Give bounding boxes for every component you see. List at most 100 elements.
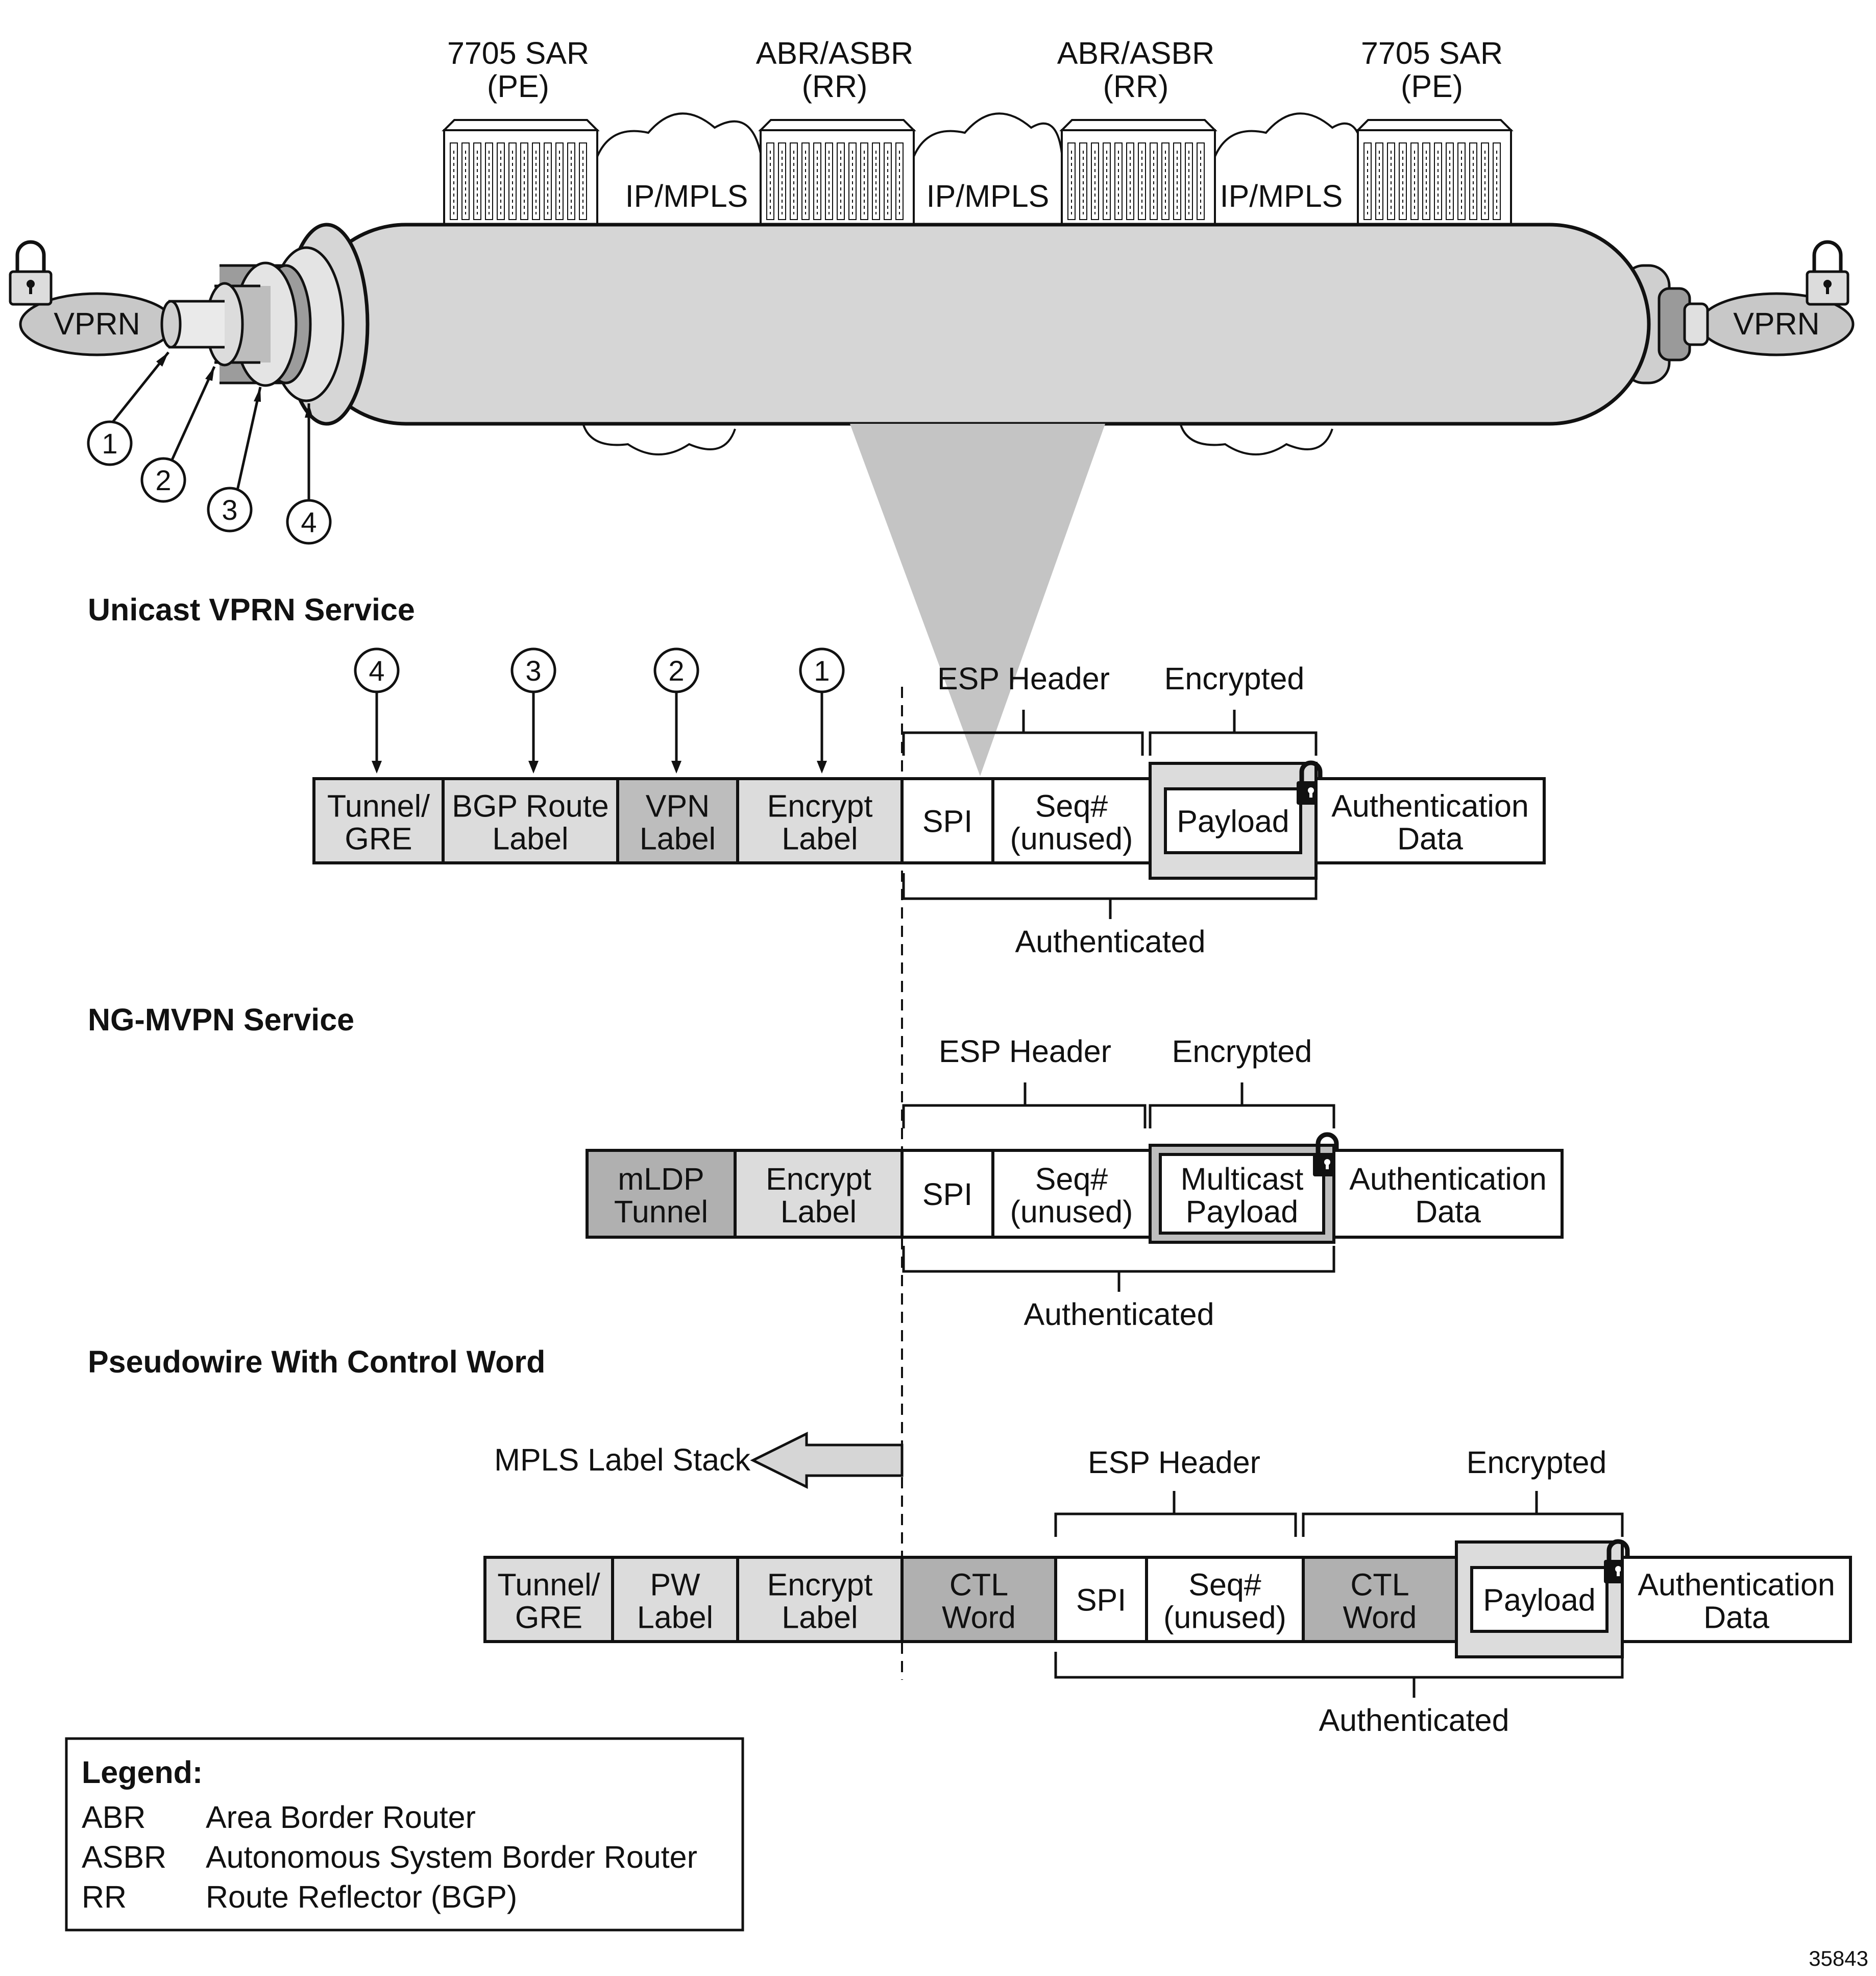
cell-label: SPI (922, 1177, 972, 1212)
cell-line-2: GRE (345, 822, 412, 856)
cell-label: Payload (1483, 1583, 1595, 1618)
cell-line-2: GRE (515, 1600, 582, 1635)
ngmvpn-esp-header-bracket: ESP Header (902, 1034, 1147, 1128)
cell-line-1: Authentication (1638, 1568, 1835, 1602)
svg-text:Encrypted: Encrypted (1467, 1445, 1607, 1480)
cell-seq: Seq#(unused) (991, 1149, 1152, 1239)
cell-spi: SPI (900, 1149, 994, 1239)
svg-text:1: 1 (814, 655, 830, 687)
zoom-cone (850, 424, 1105, 776)
section-title-unicast: Unicast VPRN Service (88, 592, 415, 627)
cell-line-1: Authentication (1331, 789, 1529, 824)
vprn-label: VPRN (1733, 306, 1819, 341)
svg-text:3: 3 (525, 655, 541, 687)
legend-box: Legend: ABR Area Border Router ASBR Auto… (65, 1737, 744, 1932)
section-title-pseudowire: Pseudowire With Control Word (88, 1344, 545, 1379)
router-label-4: 7705 SAR (PE) (1361, 36, 1503, 104)
cell-line-1: Tunnel/ (327, 789, 430, 824)
cell-line-1: Encrypt (767, 789, 873, 824)
cell-line-1: Seq# (1035, 1162, 1108, 1196)
svg-text:ESP Header: ESP Header (1088, 1445, 1260, 1480)
vprn-right: VPRN (1698, 292, 1855, 356)
routers (442, 119, 1514, 226)
cell-line-1: Encrypt (767, 1568, 873, 1602)
cloud-3: IP/MPLS (1209, 112, 1364, 226)
cloud-2: IP/MPLS (908, 112, 1063, 226)
svg-text:2: 2 (155, 464, 171, 496)
cell-line-1: Seq# (1188, 1568, 1261, 1602)
vprn-label: VPRN (54, 306, 140, 341)
router-label-2: ABR/ASBR (RR) (756, 36, 914, 104)
pw-esp-header-bracket: ESP Header (1054, 1445, 1297, 1537)
cloud-bottom-3 (1178, 418, 1333, 455)
cell-line-2: Label (782, 822, 858, 856)
unicast-esp-header-bracket: ESP Header (902, 661, 1144, 756)
cell-line-2: Label (781, 1194, 857, 1229)
marker-2: 2 (653, 647, 699, 774)
cell-label: SPI (922, 804, 972, 839)
svg-text:Authenticated: Authenticated (1024, 1297, 1214, 1332)
marker-4: 4 (354, 647, 400, 774)
cell-line-2: (unused) (1010, 822, 1133, 856)
unicast-authenticated-bracket: Authenticated (902, 873, 1318, 959)
cell-payload: Payload (1455, 1540, 1624, 1658)
cell-line-2: Payload (1186, 1194, 1298, 1229)
ngmvpn-authenticated-bracket: Authenticated (902, 1246, 1335, 1332)
svg-text:7705 SAR: 7705 SAR (1361, 36, 1503, 70)
svg-text:2: 2 (668, 655, 684, 687)
cell-line-2: Label (782, 1600, 858, 1635)
cell-line-1: Authentication (1349, 1162, 1547, 1196)
cell-tunnel-gre: Tunnel/GRE (312, 777, 445, 864)
svg-text:ESP Header: ESP Header (937, 661, 1110, 696)
unicast-markers: 4 3 2 1 (354, 647, 845, 774)
legend-title: Legend: (82, 1755, 203, 1790)
svg-text:4: 4 (301, 506, 316, 538)
legend-abbr: ABR (82, 1800, 145, 1835)
svg-text:(PE): (PE) (487, 69, 549, 104)
tube-layer-1 (160, 300, 225, 349)
cell-line-2: (unused) (1163, 1600, 1286, 1635)
legend-desc: Autonomous System Border Router (206, 1840, 697, 1874)
cell-line-2: Label (637, 1600, 713, 1635)
svg-text:ABR/ASBR: ABR/ASBR (1057, 36, 1215, 70)
marker-3: 3 (510, 647, 556, 774)
svg-text:ESP Header: ESP Header (939, 1034, 1111, 1069)
mpls-label-stack-label: MPLS Label Stack (494, 1442, 750, 1477)
unicast-encrypted-bracket: Encrypted (1149, 661, 1318, 756)
router-label-1: 7705 SAR (PE) (447, 36, 589, 104)
router-chassis (758, 119, 916, 226)
cell-payload: Payload (1149, 762, 1318, 880)
svg-text:1: 1 (102, 427, 117, 460)
cell-label: Payload (1177, 804, 1289, 839)
legend-desc: Area Border Router (206, 1800, 476, 1835)
marker-1: 1 (799, 647, 845, 774)
router-chassis (1355, 119, 1514, 226)
svg-text:(PE): (PE) (1401, 69, 1463, 104)
svg-text:Authenticated: Authenticated (1015, 924, 1205, 959)
figure-id: 35843 (1809, 1946, 1868, 1970)
cloud-label: IP/MPLS (1220, 179, 1343, 213)
cell-line-2: Label (640, 822, 716, 856)
svg-text:ABR/ASBR: ABR/ASBR (756, 36, 914, 70)
svg-text:(RR): (RR) (1103, 69, 1169, 104)
lock-icon (10, 242, 51, 304)
cell-line-1: PW (650, 1568, 700, 1602)
cloud-label: IP/MPLS (625, 179, 748, 213)
svg-text:3: 3 (222, 494, 237, 526)
router-label-3: ABR/ASBR (RR) (1057, 36, 1215, 104)
cell-spi: SPI (900, 777, 994, 864)
pw-encrypted-bracket: Encrypted (1302, 1445, 1624, 1537)
cell-line-1: Tunnel/ (497, 1568, 600, 1602)
